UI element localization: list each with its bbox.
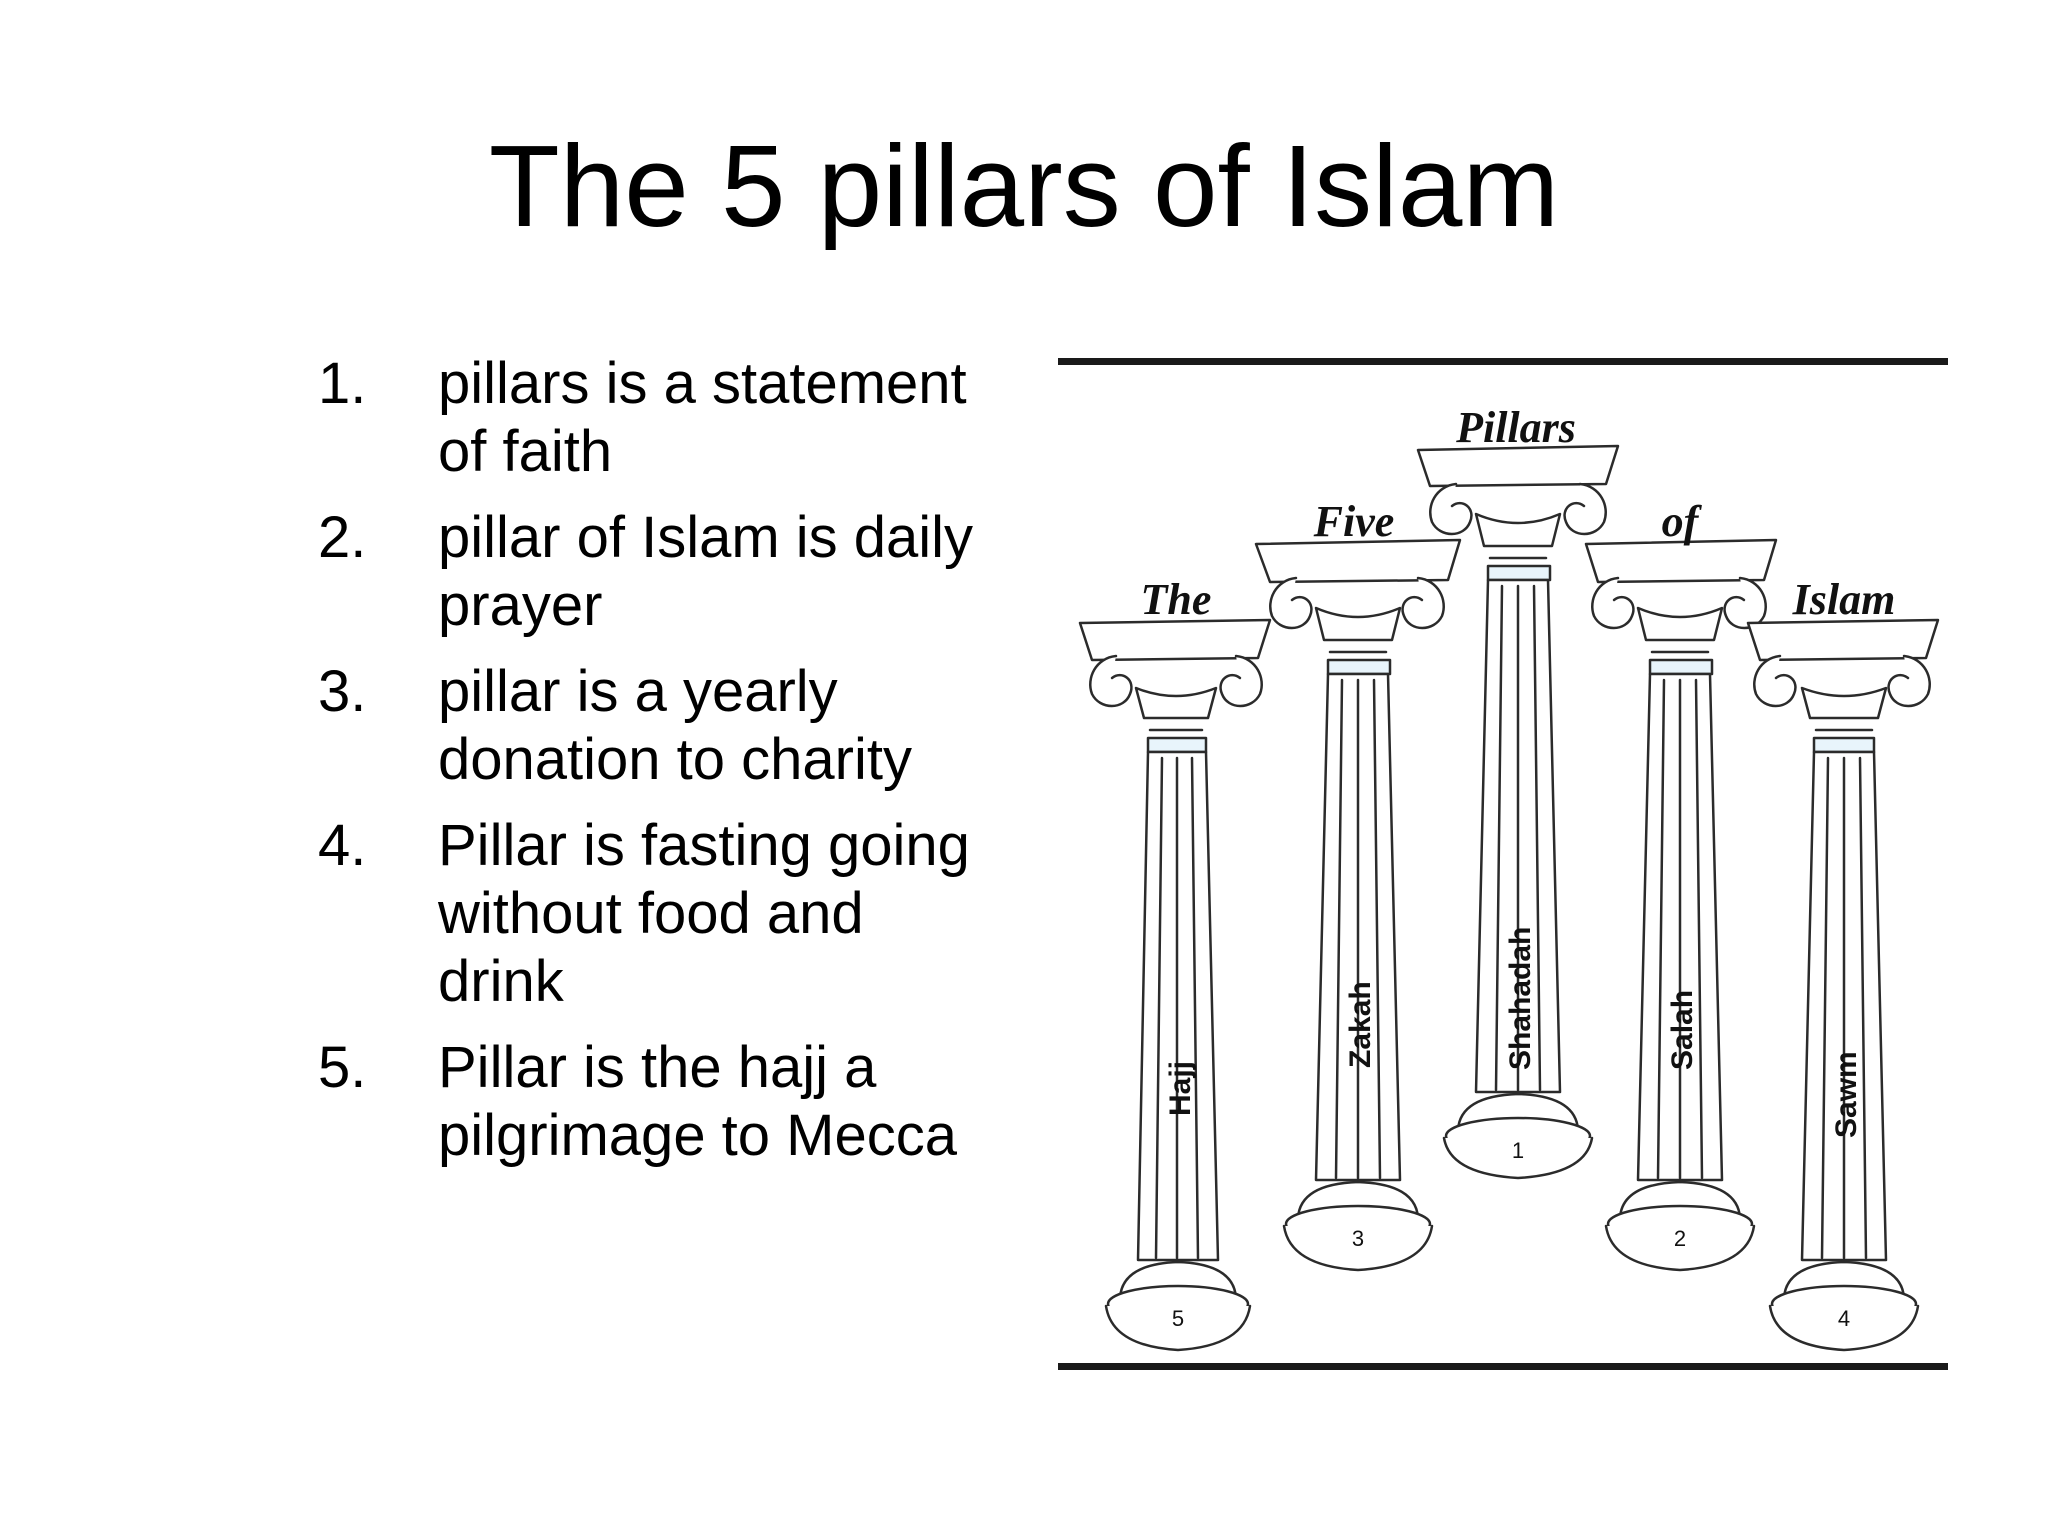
list-item-number: 4.	[318, 813, 367, 878]
pillar-hajj: Hajj 5	[1078, 618, 1272, 1352]
banner-text: Five	[1313, 497, 1395, 546]
pillar-zakah: Zakah 3	[1254, 538, 1462, 1272]
pillar-label: Hajj	[1164, 1061, 1197, 1116]
pillar-number: 3	[1352, 1226, 1364, 1251]
pillar-number: 1	[1512, 1138, 1524, 1163]
five-pillars-illustration: Hajj 5 Zakah 3	[1058, 358, 1948, 1370]
bottom-border	[1058, 1363, 1948, 1370]
list-item-number: 1.	[318, 351, 367, 416]
pillar-sawm: Sawm 4	[1746, 618, 1940, 1352]
slide-title: The 5 pillars of Islam	[488, 121, 1560, 251]
list-item: 2. pillar of Islam is daily prayer	[318, 504, 1038, 640]
top-border	[1058, 358, 1948, 365]
list-item: 4. Pillar is fasting going without food …	[318, 812, 1038, 1016]
list-item-text: pillar is a yearly donation to charity	[438, 659, 912, 792]
pillar-number: 5	[1172, 1306, 1184, 1331]
pillar-number: 2	[1674, 1226, 1686, 1251]
list-item: 5. Pillar is the hajj a pilgrimage to Me…	[318, 1034, 1038, 1170]
pillar-label: Zakah	[1344, 981, 1377, 1068]
pillar-label: Shahadah	[1504, 927, 1537, 1070]
banner-text: Pillars	[1455, 403, 1576, 452]
pillar-number: 4	[1838, 1306, 1850, 1331]
list-item-text: Pillar is the hajj a pilgrimage to Mecca	[438, 1035, 957, 1168]
list-item-text: Pillar is fasting going without food and…	[438, 813, 970, 1014]
pillar-salah: Salah 2	[1584, 538, 1778, 1272]
list-item-text: pillars is a statement of faith	[438, 351, 967, 484]
list-item: 3. pillar is a yearly donation to charit…	[318, 658, 1038, 794]
pillar-label: Sawm	[1830, 1051, 1863, 1138]
banner-text: The	[1141, 575, 1212, 624]
pillar-label: Salah	[1666, 990, 1699, 1070]
pillars-list: 1. pillars is a statement of faith 2. pi…	[318, 350, 1038, 1188]
pillar-shahadah: Shahadah 1	[1416, 444, 1620, 1180]
list-item-number: 3.	[318, 659, 367, 724]
list-item-number: 5.	[318, 1035, 367, 1100]
banner-text: of	[1662, 497, 1703, 546]
banner-text: Islam	[1792, 575, 1896, 624]
list-item: 1. pillars is a statement of faith	[318, 350, 1038, 486]
list-item-number: 2.	[318, 505, 367, 570]
list-item-text: pillar of Islam is daily prayer	[438, 505, 974, 638]
